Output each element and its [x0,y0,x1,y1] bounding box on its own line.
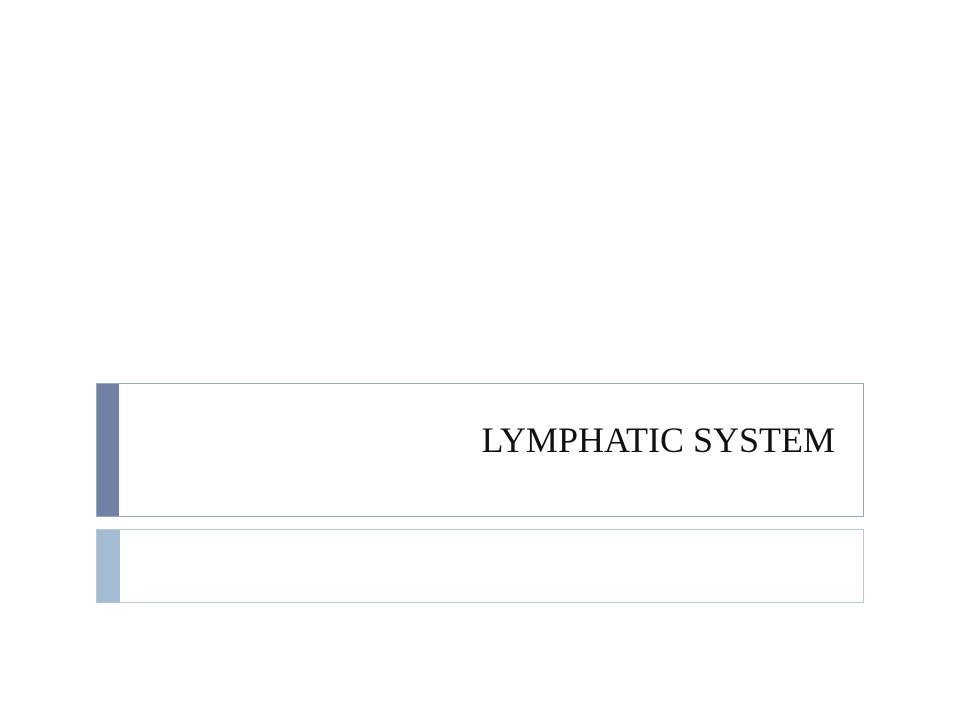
title-placeholder: LYMPHATIC SYSTEM [96,383,864,517]
subtitle-placeholder [96,529,864,603]
slide-title: LYMPHATIC SYSTEM [481,420,835,460]
title-accent-bar [97,384,119,516]
subtitle-accent-bar [97,530,120,602]
